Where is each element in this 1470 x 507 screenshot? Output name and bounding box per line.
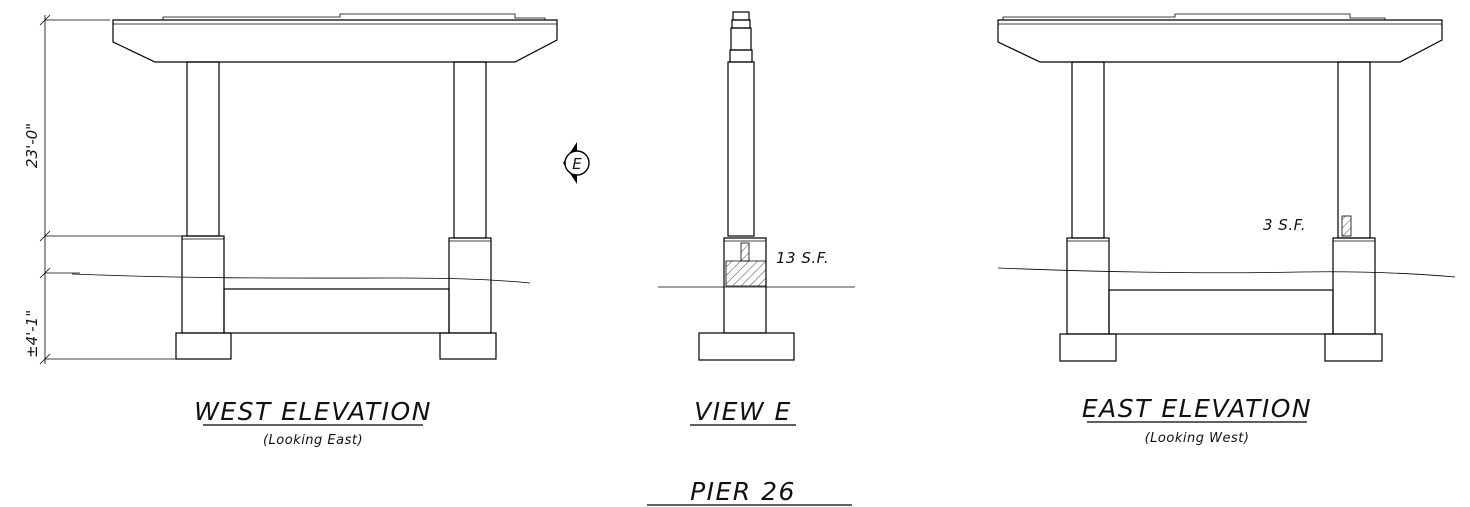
east-tie-beam — [1108, 289, 1334, 335]
east-elevation-title: EAST ELEVATION — [1082, 394, 1312, 423]
west-footing-left — [175, 332, 232, 360]
view-e-title-block: VIEW E — [690, 397, 796, 426]
section-marker-label: E — [572, 155, 582, 173]
east-hatch — [1341, 215, 1352, 237]
drawing-title-block: PIER 26 — [647, 477, 852, 506]
west-encasement-left — [181, 235, 225, 334]
west-title-block: WEST ELEVATION (Looking East) — [194, 397, 432, 448]
view-e-title: VIEW E — [694, 397, 792, 426]
drawing-title: PIER 26 — [690, 477, 796, 506]
east-footing-left — [1059, 333, 1117, 362]
east-area-note: 3 S.F. — [1263, 216, 1306, 234]
east-encasement-right — [1332, 237, 1376, 335]
east-column-left — [1071, 61, 1105, 239]
east-deck-top — [1002, 13, 1386, 20]
west-elevation-title: WEST ELEVATION — [194, 397, 432, 426]
east-ground-line — [997, 267, 1456, 278]
east-encasement-left — [1066, 237, 1110, 335]
dimension-below-ground: ±4'-1" — [23, 310, 41, 358]
west-column-left — [186, 61, 220, 237]
dimension-column-height: 23'-0" — [23, 123, 41, 168]
view-e-hatch-upper — [740, 242, 750, 262]
view-e: 13 S.F. — [658, 11, 855, 361]
view-e-hatch-lower — [725, 260, 767, 287]
east-elevation: 3 S.F. — [997, 13, 1456, 362]
view-e-column — [727, 61, 755, 237]
east-pier-cap — [997, 19, 1443, 63]
west-deck-top — [162, 13, 546, 20]
east-title-block: EAST ELEVATION (Looking West) — [1082, 394, 1312, 446]
west-column-right — [453, 61, 487, 239]
west-pier-cap — [112, 19, 558, 63]
east-elevation-subtitle: (Looking West) — [1145, 431, 1250, 446]
west-ground-line — [71, 273, 531, 284]
section-marker-e[interactable]: E — [563, 142, 590, 184]
west-footing-right — [439, 332, 497, 360]
east-column-right — [1337, 61, 1371, 239]
west-tie-beam — [223, 288, 450, 334]
west-elevation-subtitle: (Looking East) — [263, 433, 363, 448]
west-encasement-right — [448, 237, 492, 334]
view-e-area-note: 13 S.F. — [776, 249, 829, 267]
west-elevation: 23'-0" ±4'-1" — [23, 13, 558, 365]
view-e-footing — [698, 332, 795, 361]
east-footing-right — [1324, 333, 1383, 362]
